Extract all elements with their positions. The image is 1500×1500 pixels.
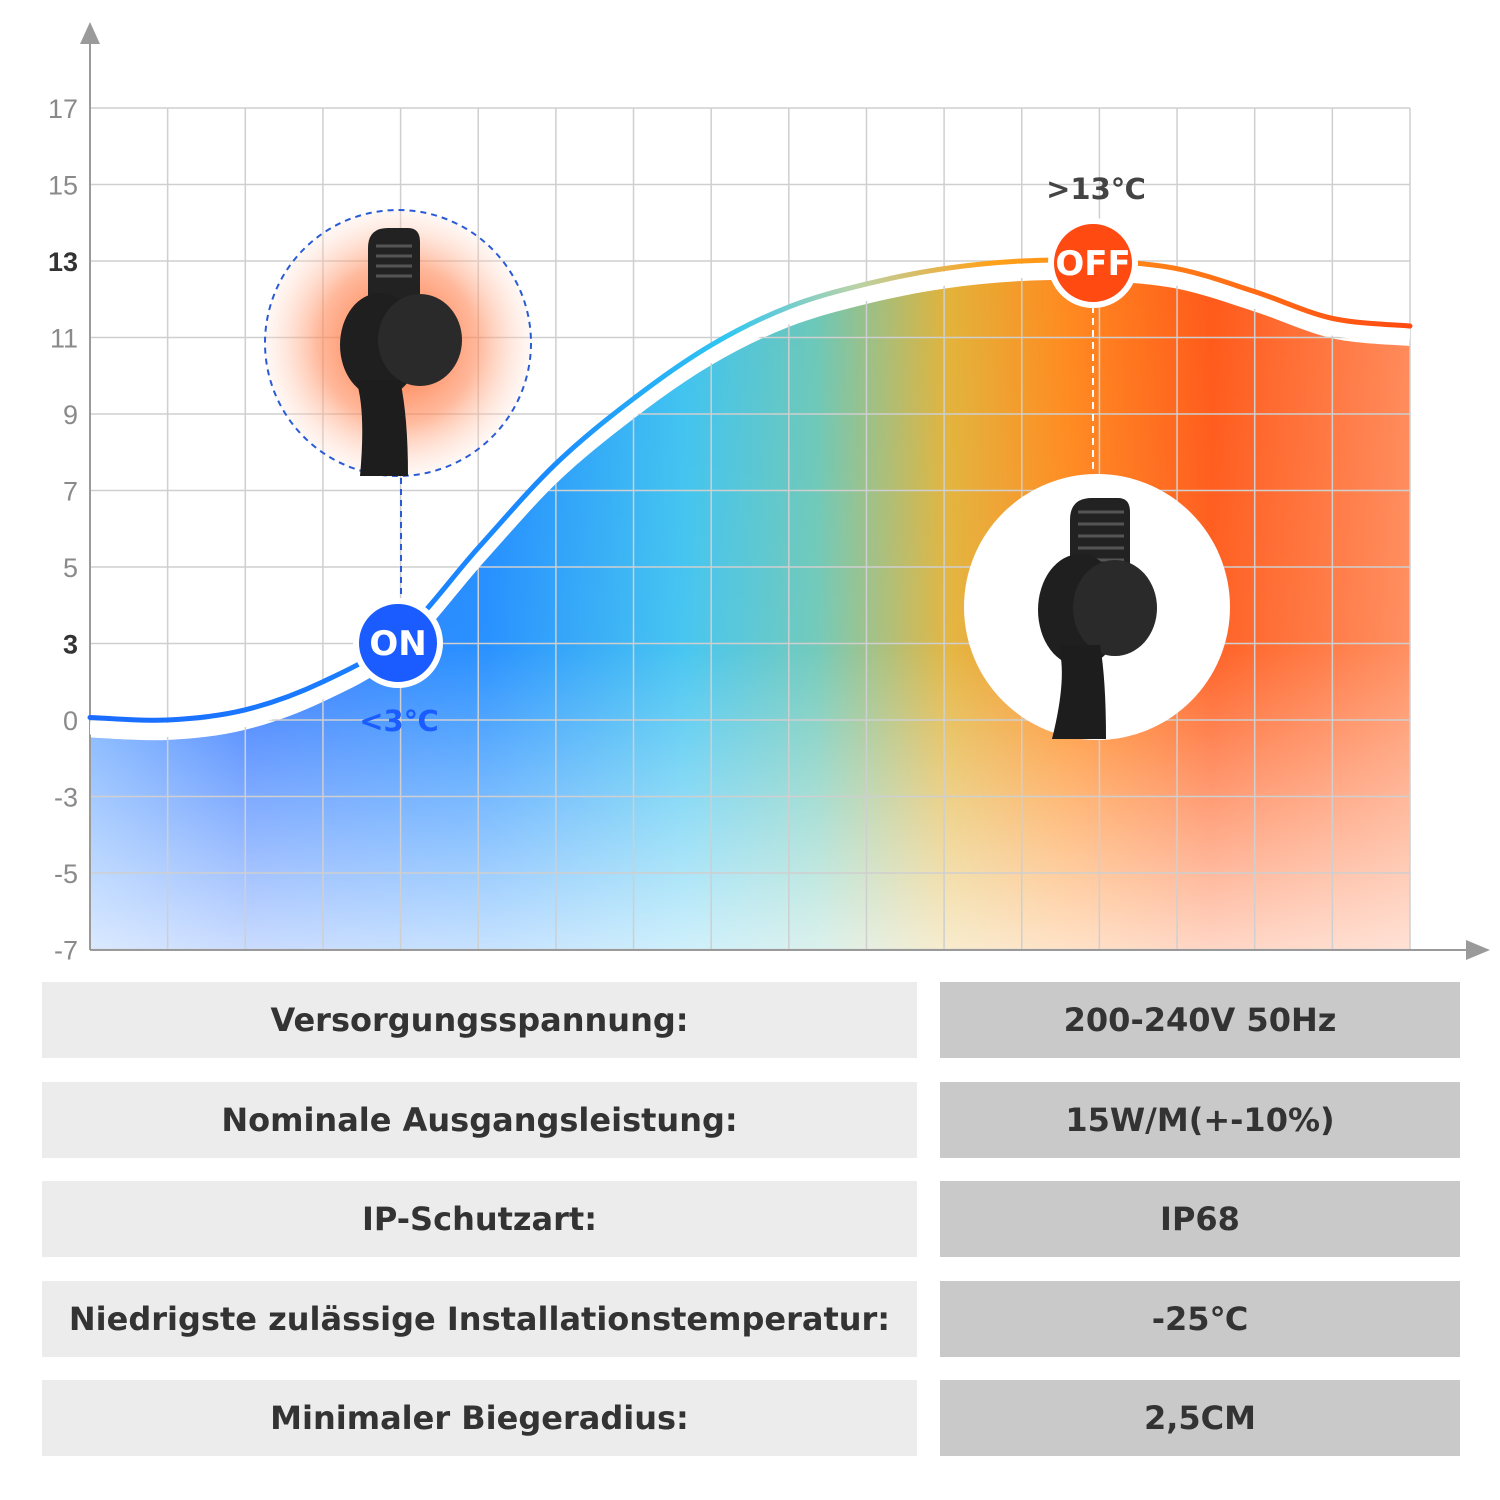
off-badge <box>1048 218 1138 308</box>
temperature-chart: 17 15 13 11 9 7 5 3 0 -3 -5 -7 ON <3℃ >13℃ OFF <box>48 22 1490 966</box>
y-tick-label: 13 <box>48 247 78 277</box>
y-tick-label: -7 <box>54 936 78 966</box>
spec-row: Niedrigste zulässige Installationstemper… <box>42 1280 1460 1357</box>
y-tick-label: -3 <box>54 783 78 813</box>
y-tick-label: 17 <box>48 94 78 124</box>
x-axis-arrow <box>1466 940 1490 960</box>
y-axis-arrow <box>80 22 100 44</box>
on-badge <box>353 598 443 688</box>
curve-gap <box>90 263 1410 738</box>
spec-row: Minimaler Biegeradius: 2,5CM <box>42 1380 1460 1456</box>
sensor-cool-icon <box>964 474 1230 740</box>
spec-label: IP-Schutzart: <box>42 1181 917 1257</box>
y-tick-label: 11 <box>50 324 78 354</box>
y-tick-label: -5 <box>54 859 78 889</box>
on-threshold-label: <3℃ <box>359 704 439 738</box>
spec-row: IP-Schutzart: IP68 <box>42 1181 1460 1257</box>
y-tick-label: 3 <box>63 630 78 660</box>
spec-label: Niedrigste zulässige Installationstemper… <box>42 1280 917 1357</box>
spec-row: Versorgungsspannung: 200-240V 50Hz <box>42 982 1460 1058</box>
spec-label: Versorgungsspannung: <box>42 982 917 1058</box>
spec-value: 2,5CM <box>940 1380 1460 1456</box>
spec-label: Minimaler Biegeradius: <box>42 1380 917 1456</box>
spec-value: 200-240V 50Hz <box>940 982 1460 1058</box>
spec-label: Nominale Ausgangsleistung: <box>42 1081 917 1158</box>
y-tick-label: 9 <box>63 400 78 430</box>
temperature-area-fade <box>90 280 1410 950</box>
on-badge-label: ON <box>369 624 426 664</box>
spec-value: -25℃ <box>940 1280 1460 1357</box>
y-tick-label: 7 <box>63 477 78 507</box>
spec-value: IP68 <box>940 1181 1460 1257</box>
spec-row: Nominale Ausgangsleistung: 15W/M(+-10%) <box>42 1081 1460 1158</box>
sensor-warm-icon <box>264 209 532 477</box>
spec-value: 15W/M(+-10%) <box>940 1081 1460 1158</box>
y-tick-label: 0 <box>63 706 78 736</box>
y-tick-labels: 17 15 13 11 9 7 5 3 0 -3 -5 -7 <box>48 94 78 966</box>
off-badge-label: OFF <box>1055 244 1130 284</box>
y-tick-label: 15 <box>48 171 78 201</box>
off-threshold-label: >13℃ <box>1046 172 1146 206</box>
y-tick-label: 5 <box>63 553 78 583</box>
temperature-line <box>87 257 1413 723</box>
